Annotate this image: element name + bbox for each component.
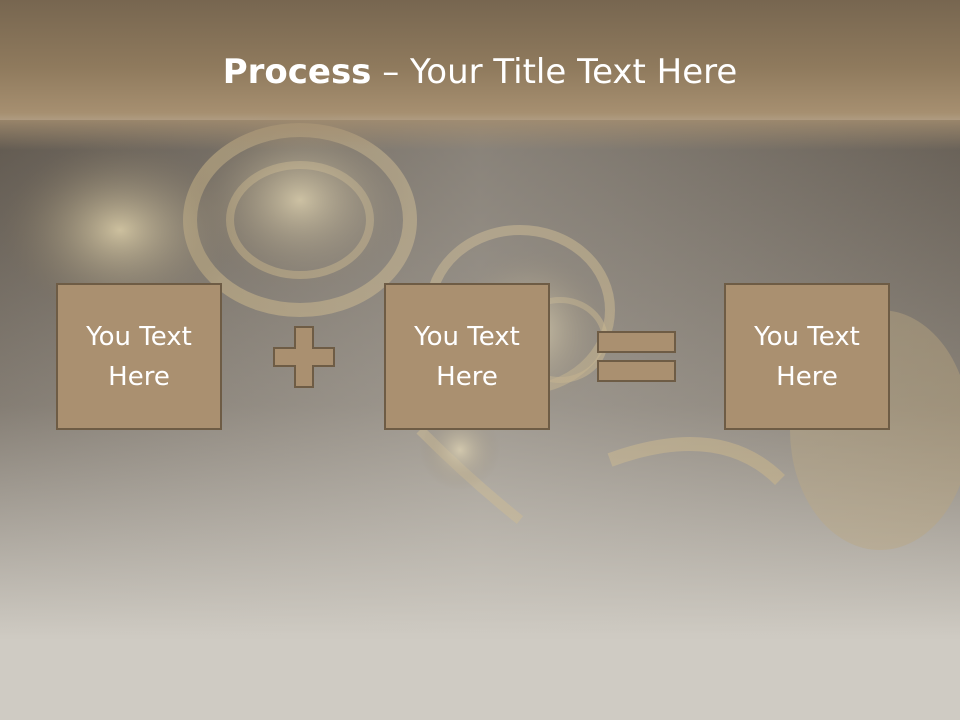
process-box-3-text: You Text Here: [754, 321, 860, 392]
equals-icon: [597, 331, 676, 382]
process-box-2-text: You Text Here: [414, 321, 520, 392]
title-bold: Process: [222, 52, 372, 92]
process-box-3[interactable]: You Text Here: [724, 283, 890, 430]
process-box-1[interactable]: You Text Here: [56, 283, 222, 430]
slide-title: Process – Your Title Text Here: [0, 52, 960, 92]
title-bar: [0, 0, 960, 150]
process-box-2[interactable]: You Text Here: [384, 283, 550, 430]
process-box-1-text: You Text Here: [86, 321, 192, 392]
title-rest: – Your Title Text Here: [371, 52, 738, 92]
plus-icon: [273, 326, 335, 388]
